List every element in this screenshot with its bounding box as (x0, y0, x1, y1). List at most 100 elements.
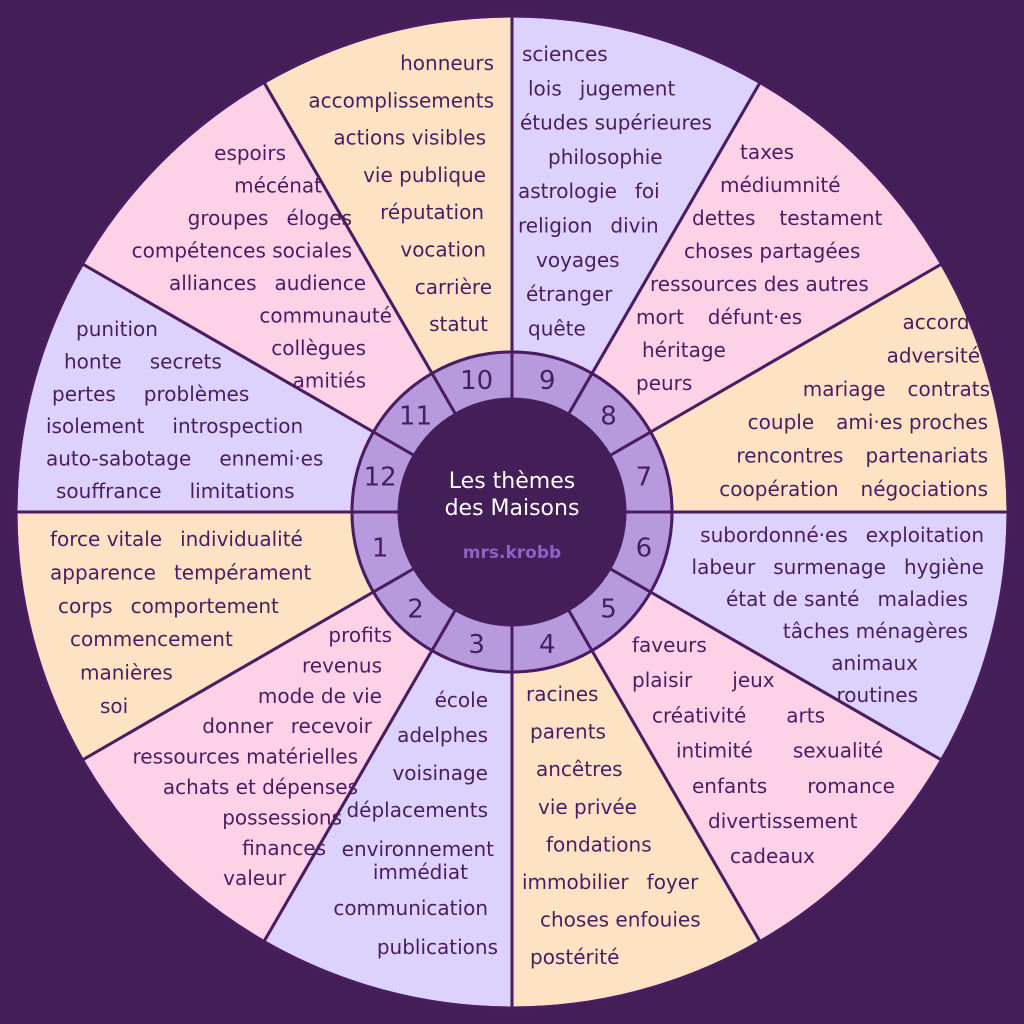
house-10-keyword-line: réputation (380, 200, 484, 224)
house-3-keyword-line: environnement (342, 837, 495, 861)
house-6-keyword: tâches ménagères (783, 619, 968, 643)
house-5-keyword: romance (807, 774, 895, 798)
house-1-keyword: apparence (50, 560, 156, 584)
house-10-keyword: vocation (400, 238, 486, 262)
house-3-keyword: environnement (342, 837, 495, 861)
house-11-keyword: collègues (271, 336, 366, 360)
house-12-keyword: pertes (52, 382, 116, 406)
house-10-keyword: accomplissements (308, 88, 494, 112)
house-6-keyword: routines (837, 683, 919, 707)
house-6-keyword: hygiène (904, 555, 984, 579)
house-4-keyword: foyer (647, 870, 699, 894)
house-8-keyword: choses partagées (684, 239, 860, 263)
house-11-keyword-line: groupes éloges (188, 206, 352, 230)
house-8-keyword-line: médiumnité (720, 173, 841, 197)
house-8-keyword-line: choses partagées (684, 239, 860, 263)
house-2-keyword: recevoir (291, 714, 373, 738)
house-2-keyword: donner (202, 714, 274, 738)
house-4-keyword-line: vie privée (538, 795, 637, 819)
house-9-keyword: sciences (522, 42, 608, 66)
house-7-keyword: ami·es proches (836, 410, 988, 434)
house-9-number: 9 (539, 366, 556, 396)
house-11-keyword: éloges (286, 206, 352, 230)
house-12-keyword: souffrance (56, 479, 162, 503)
house-10-keyword-line: actions visibles (333, 126, 486, 150)
house-12-keyword: isolement (46, 414, 145, 438)
house-10-keyword-line: vocation (400, 238, 486, 262)
house-10-keyword-line: accomplissements (308, 88, 494, 112)
house-4-keyword: racines (526, 682, 598, 706)
house-6-keyword: subordonné·es (700, 523, 848, 547)
house-4-keyword-line: ancêtres (536, 757, 623, 781)
house-12-number: 12 (364, 463, 397, 493)
house-2-keyword-line: achats et dépenses (163, 775, 358, 799)
house-10-keyword-line: vie publique (363, 163, 486, 187)
house-3-keyword: adelphes (397, 723, 488, 747)
house-3-keyword-line: voisinage (392, 761, 488, 785)
house-4-keyword: immobilier (522, 870, 629, 894)
house-5-keyword: sexualité (793, 739, 883, 763)
house-10-keyword-list: honneurs accomplissements actions visibles… (308, 51, 494, 336)
house-1-keyword: manières (80, 661, 173, 685)
house-7-keyword: rencontres (736, 444, 843, 468)
house-12-keyword: limitations (190, 479, 295, 503)
house-6-keyword-line: animaux (831, 651, 918, 675)
house-7-keyword: coopération (719, 477, 838, 501)
house-8-keyword: peurs (636, 371, 692, 395)
house-10-keyword-line: honneurs (400, 51, 494, 75)
house-5-keyword: plaisir (632, 668, 693, 692)
house-3-keyword-line: publications (377, 935, 498, 959)
house-7-keyword: accords (903, 310, 980, 334)
house-2-keyword-line: revenus (302, 653, 382, 677)
house-5-keyword: faveurs (632, 633, 707, 657)
house-10-keyword: actions visibles (333, 126, 486, 150)
house-4-number: 4 (539, 630, 556, 660)
house-4-keyword-line: fondations (546, 832, 652, 856)
house-10-keyword-line: statut (429, 312, 488, 336)
house-3-keyword-line: déplacements (346, 798, 488, 822)
house-9-keyword: astrologie (518, 179, 617, 203)
house-1-keyword: tempérament (174, 560, 312, 584)
house-6-keyword: animaux (831, 651, 918, 675)
house-6-keyword: maladies (877, 587, 968, 611)
house-3-keyword: déplacements (346, 798, 488, 822)
house-9-keyword: religion (518, 214, 592, 238)
house-11-keyword: groupes (188, 206, 269, 230)
house-9-keyword-line: sciences (522, 42, 608, 66)
house-11-keyword: mécénat (234, 174, 322, 198)
house-2-keyword: possessions (222, 805, 342, 829)
house-12-keyword: punition (76, 317, 158, 341)
house-8-keyword: taxes (740, 140, 794, 164)
house-3-keyword: communication (333, 896, 488, 920)
house-10-keyword-line: carrière (415, 275, 492, 299)
house-10-keyword: carrière (415, 275, 492, 299)
house-2-keyword: mode de vie (258, 684, 382, 708)
house-10-keyword: statut (429, 312, 488, 336)
house-9-keyword: divin (610, 214, 658, 238)
house-4-keyword-line: choses enfouies (540, 908, 701, 932)
house-1-keyword: individualité (180, 527, 303, 551)
house-8-keyword-line: taxes (740, 140, 794, 164)
center-title-line1: Les thèmes (449, 469, 575, 494)
house-3-keyword-line: communication (333, 896, 488, 920)
house-12-keyword: ennemi·es (219, 447, 323, 471)
house-2-keyword-line: ressources matérielles (132, 745, 358, 769)
house-12-keyword: introspection (172, 414, 303, 438)
house-9-keyword: études supérieures (520, 111, 712, 135)
house-8-keyword: mort (636, 305, 684, 329)
house-5-keyword-line: divertissement (708, 809, 858, 833)
house-5-keyword-line: faveurs (632, 633, 707, 657)
